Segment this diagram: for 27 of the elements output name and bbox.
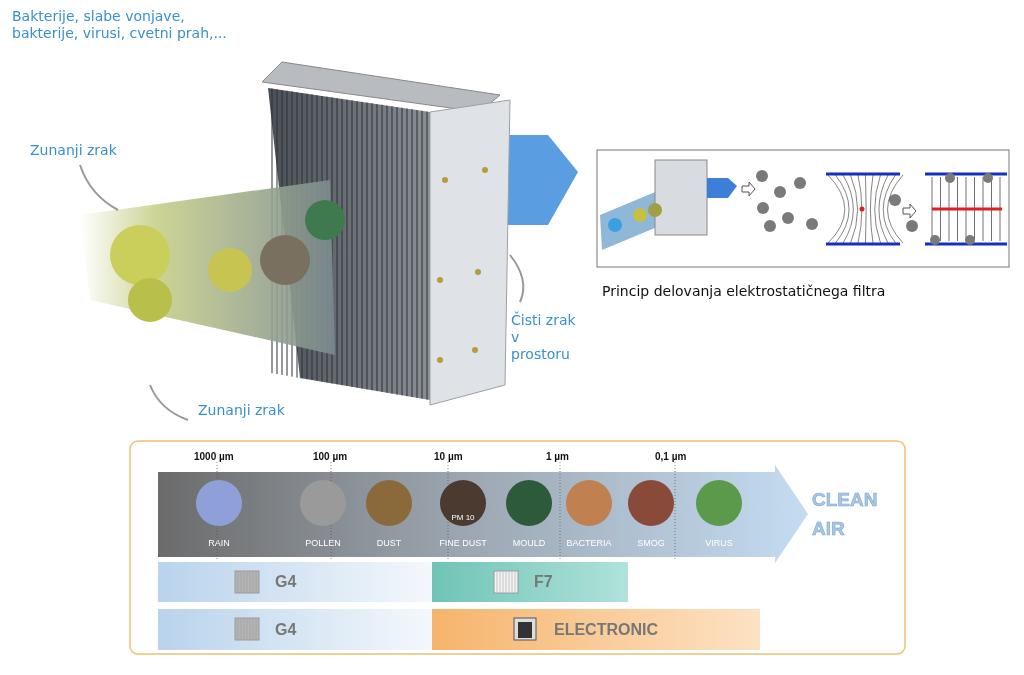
scale-tick-label: 10 µm <box>434 451 463 463</box>
particle-label: PM 10 <box>451 513 475 523</box>
airflow-label: Čisti zrak v prostoru <box>511 312 577 363</box>
filter-class-label: F7 <box>534 573 553 591</box>
scale-tick-label: 100 µm <box>313 451 348 463</box>
caption-text: Bakterije, slabe vonjave, bakterije, virusi, cvetni prah,... <box>12 8 228 42</box>
filter-class-bar <box>432 609 760 650</box>
airflow-label: Zunanji zrak <box>30 142 117 159</box>
filter-class-label: ELECTRONIC <box>554 620 658 639</box>
particle-label: POLLEN <box>305 538 341 549</box>
particle-label: SMOG <box>637 538 665 549</box>
particle-label: VIRUS <box>705 538 733 549</box>
particle-label: FINE DUST <box>439 538 487 549</box>
particle-label: MOULD <box>512 538 546 549</box>
particle-label: BACTERIA <box>566 538 612 549</box>
particle-label: DUST <box>376 538 402 549</box>
filter-class-label: G4 <box>275 620 297 639</box>
particle-label: RAIN <box>208 538 230 549</box>
filter-class-bar <box>432 562 628 602</box>
filter-class-bar <box>158 562 432 602</box>
clean-air-label: CLEAN AIR <box>812 488 879 541</box>
scale-tick-label: 0,1 µm <box>655 451 687 463</box>
caption-text: Princip delovanja elektrostatičnega filtra <box>602 283 886 300</box>
filter-class-label: G4 <box>275 573 297 591</box>
filter-class-bar <box>158 609 432 650</box>
scale-tick-label: 1000 µm <box>194 451 234 463</box>
scale-tick-label: 1 µm <box>546 451 569 463</box>
